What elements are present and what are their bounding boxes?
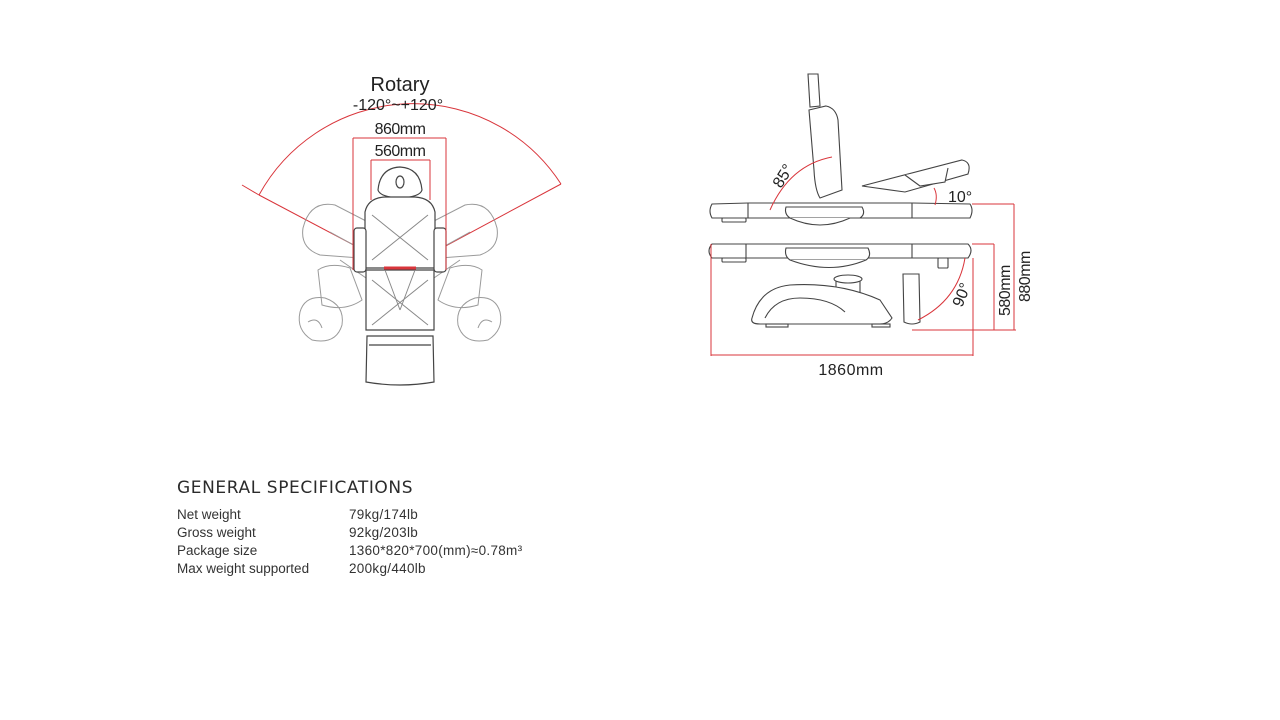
specs-title: GENERAL SPECIFICATIONS (177, 478, 414, 498)
spec-row-package-size: Package size 1360*820*700(mm)≈0.78m³ (177, 542, 777, 560)
spec-row-net-weight: Net weight 79kg/174lb (177, 506, 777, 524)
spec-value: 200kg/440lb (349, 561, 426, 576)
spec-label: Max weight supported (177, 561, 310, 576)
rotary-label: Rotary (371, 74, 430, 96)
spec-value: 1360*820*700(mm)≈0.78m³ (349, 543, 523, 558)
width-dimensions (352, 137, 447, 270)
chair-top (353, 166, 447, 386)
angle-arcs (769, 156, 966, 321)
chair-side-flat (708, 243, 972, 328)
chair-diagram: Rotary -120°~+120° 860mm 560mm (241, 73, 1034, 386)
spec-label: Gross weight (177, 525, 256, 540)
chair-bracing (371, 214, 429, 326)
chair-side-reclined (709, 73, 973, 226)
side-view: 85° 10° 90° 580mm 880mm 1860mm (708, 73, 1034, 379)
spec-value: 79kg/174lb (349, 507, 419, 522)
length-label: 1860mm (818, 362, 883, 379)
foot-angle-label: 90° (950, 281, 975, 310)
max-height-label: 880mm (1017, 251, 1034, 302)
spec-value: 92kg/203lb (349, 525, 419, 540)
seat-height-label: 580mm (997, 265, 1014, 316)
general-specifications: GENERAL SPECIFICATIONS Net weight 79kg/1… (177, 478, 777, 578)
spec-label: Package size (177, 543, 258, 558)
inner-width-label: 560mm (375, 143, 426, 160)
side-dimensions (710, 203, 1016, 356)
top-view: Rotary -120°~+120° 860mm 560mm (241, 74, 562, 386)
leg-angle-label: 10° (948, 189, 972, 206)
backrest-angle-label: 85° (770, 162, 797, 192)
rotary-range: -120°~+120° (353, 97, 443, 114)
spec-row-gross-weight: Gross weight 92kg/203lb (177, 524, 777, 542)
spec-row-max-weight: Max weight supported 200kg/440lb (177, 560, 777, 578)
spec-label: Net weight (177, 507, 241, 522)
outer-width-label: 860mm (375, 121, 426, 138)
